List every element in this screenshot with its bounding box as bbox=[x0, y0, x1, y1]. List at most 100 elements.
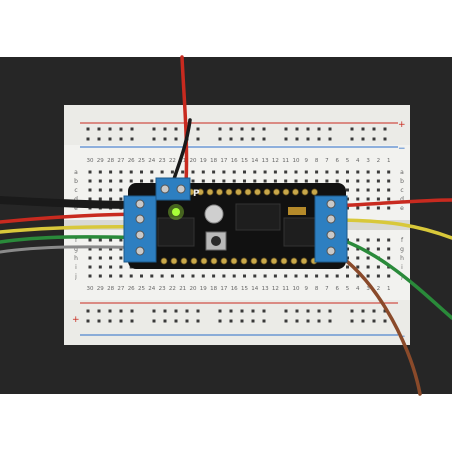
rail-hole bbox=[328, 319, 332, 323]
rail-hole bbox=[383, 127, 387, 131]
breadboard-hole bbox=[88, 170, 92, 174]
rail-hole bbox=[174, 319, 178, 323]
breadboard-hole bbox=[98, 274, 102, 278]
breadboard-hole bbox=[376, 206, 380, 210]
terminal-block-left bbox=[123, 195, 157, 263]
column-number: 22 bbox=[169, 158, 176, 164]
breadboard-hole bbox=[366, 238, 370, 242]
column-number: 14 bbox=[251, 286, 258, 292]
terminal-screw bbox=[160, 184, 170, 194]
rail-hole bbox=[262, 127, 266, 131]
breadboard-hole bbox=[356, 247, 360, 251]
column-number: 17 bbox=[220, 158, 227, 164]
breadboard-hole bbox=[88, 179, 92, 183]
column-number: 11 bbox=[282, 286, 289, 292]
column-number: 10 bbox=[293, 158, 300, 164]
motor-featherwing-board: P bbox=[128, 183, 346, 269]
rail-hole bbox=[262, 319, 266, 323]
header-pin bbox=[292, 188, 299, 196]
rail-hole bbox=[86, 309, 90, 313]
column-number: 8 bbox=[315, 158, 319, 164]
rail-hole bbox=[328, 309, 332, 313]
breadboard-hole bbox=[160, 274, 164, 278]
header-pin bbox=[170, 257, 178, 265]
rail-hole bbox=[383, 309, 387, 313]
breadboard-hole bbox=[191, 179, 195, 183]
breadboard-hole bbox=[366, 274, 370, 278]
rail-hole bbox=[350, 319, 354, 323]
rail-hole bbox=[119, 309, 123, 313]
rail-hole bbox=[295, 137, 299, 141]
column-number: 5 bbox=[346, 286, 350, 292]
rail-hole bbox=[218, 309, 222, 313]
breadboard-hole bbox=[222, 274, 226, 278]
breadboard-hole bbox=[356, 256, 360, 260]
header-pins bbox=[160, 188, 318, 265]
breadboard-hole bbox=[387, 188, 391, 192]
breadboard-hole bbox=[335, 179, 339, 183]
column-number: 18 bbox=[210, 158, 217, 164]
breadboard-hole bbox=[109, 188, 113, 192]
row-letter: g bbox=[74, 246, 78, 253]
header-pin bbox=[280, 257, 288, 265]
breadboard-hole bbox=[387, 170, 391, 174]
column-number: 29 bbox=[97, 286, 104, 292]
rail-hole bbox=[317, 127, 321, 131]
column-number: 7 bbox=[325, 286, 329, 292]
terminal-screw bbox=[326, 214, 336, 224]
column-number: 21 bbox=[179, 158, 186, 164]
row-letter: d bbox=[74, 196, 78, 203]
wire-red-top bbox=[180, 55, 189, 187]
breadboard-hole bbox=[212, 170, 216, 174]
terminal-block-top bbox=[155, 177, 191, 201]
breadboard-hole bbox=[253, 179, 257, 183]
column-number: 4 bbox=[356, 286, 360, 292]
header-pin bbox=[220, 257, 228, 265]
breadboard-hole bbox=[366, 206, 370, 210]
breadboard-hole bbox=[181, 274, 185, 278]
breadboard-hole bbox=[88, 274, 92, 278]
rail-hole bbox=[97, 137, 101, 141]
rail-hole bbox=[350, 137, 354, 141]
breadboard-hole bbox=[356, 238, 360, 242]
column-number: 1 bbox=[387, 286, 391, 292]
rail-hole bbox=[251, 127, 255, 131]
column-number: 8 bbox=[315, 286, 319, 292]
breadboard-hole bbox=[325, 274, 329, 278]
breadboard-hole bbox=[356, 206, 360, 210]
rail-hole bbox=[383, 319, 387, 323]
breadboard-hole bbox=[315, 170, 319, 174]
breadboard-hole bbox=[376, 238, 380, 242]
column-number: 14 bbox=[251, 158, 258, 164]
rail-hole bbox=[163, 137, 167, 141]
column-number: 6 bbox=[335, 158, 339, 164]
header-pin bbox=[290, 257, 298, 265]
breadboard-hole bbox=[88, 188, 92, 192]
column-number: 6 bbox=[335, 286, 339, 292]
breadboard-hole bbox=[263, 274, 267, 278]
breadboard-hole bbox=[387, 274, 391, 278]
breadboard-hole bbox=[109, 170, 113, 174]
breadboard-hole bbox=[376, 188, 380, 192]
column-number: 25 bbox=[138, 158, 145, 164]
breadboard-hole bbox=[294, 170, 298, 174]
rail-hole bbox=[108, 309, 112, 313]
rail-hole bbox=[251, 319, 255, 323]
rail-hole bbox=[97, 127, 101, 131]
column-number: 23 bbox=[159, 286, 166, 292]
rail-hole bbox=[229, 309, 233, 313]
breadboard-hole bbox=[263, 179, 267, 183]
rail-hole bbox=[240, 319, 244, 323]
row-letter: c bbox=[400, 187, 403, 194]
column-number: 26 bbox=[128, 158, 135, 164]
column-number: 12 bbox=[272, 286, 279, 292]
rail-hole bbox=[328, 127, 332, 131]
rail-hole bbox=[86, 127, 90, 131]
breadboard-hole bbox=[119, 274, 123, 278]
terminal-block-top-body bbox=[155, 177, 191, 201]
row-letter: b bbox=[400, 178, 404, 185]
column-number: 27 bbox=[117, 286, 124, 292]
breadboard-hole bbox=[88, 197, 92, 201]
column-number: 30 bbox=[87, 158, 94, 164]
